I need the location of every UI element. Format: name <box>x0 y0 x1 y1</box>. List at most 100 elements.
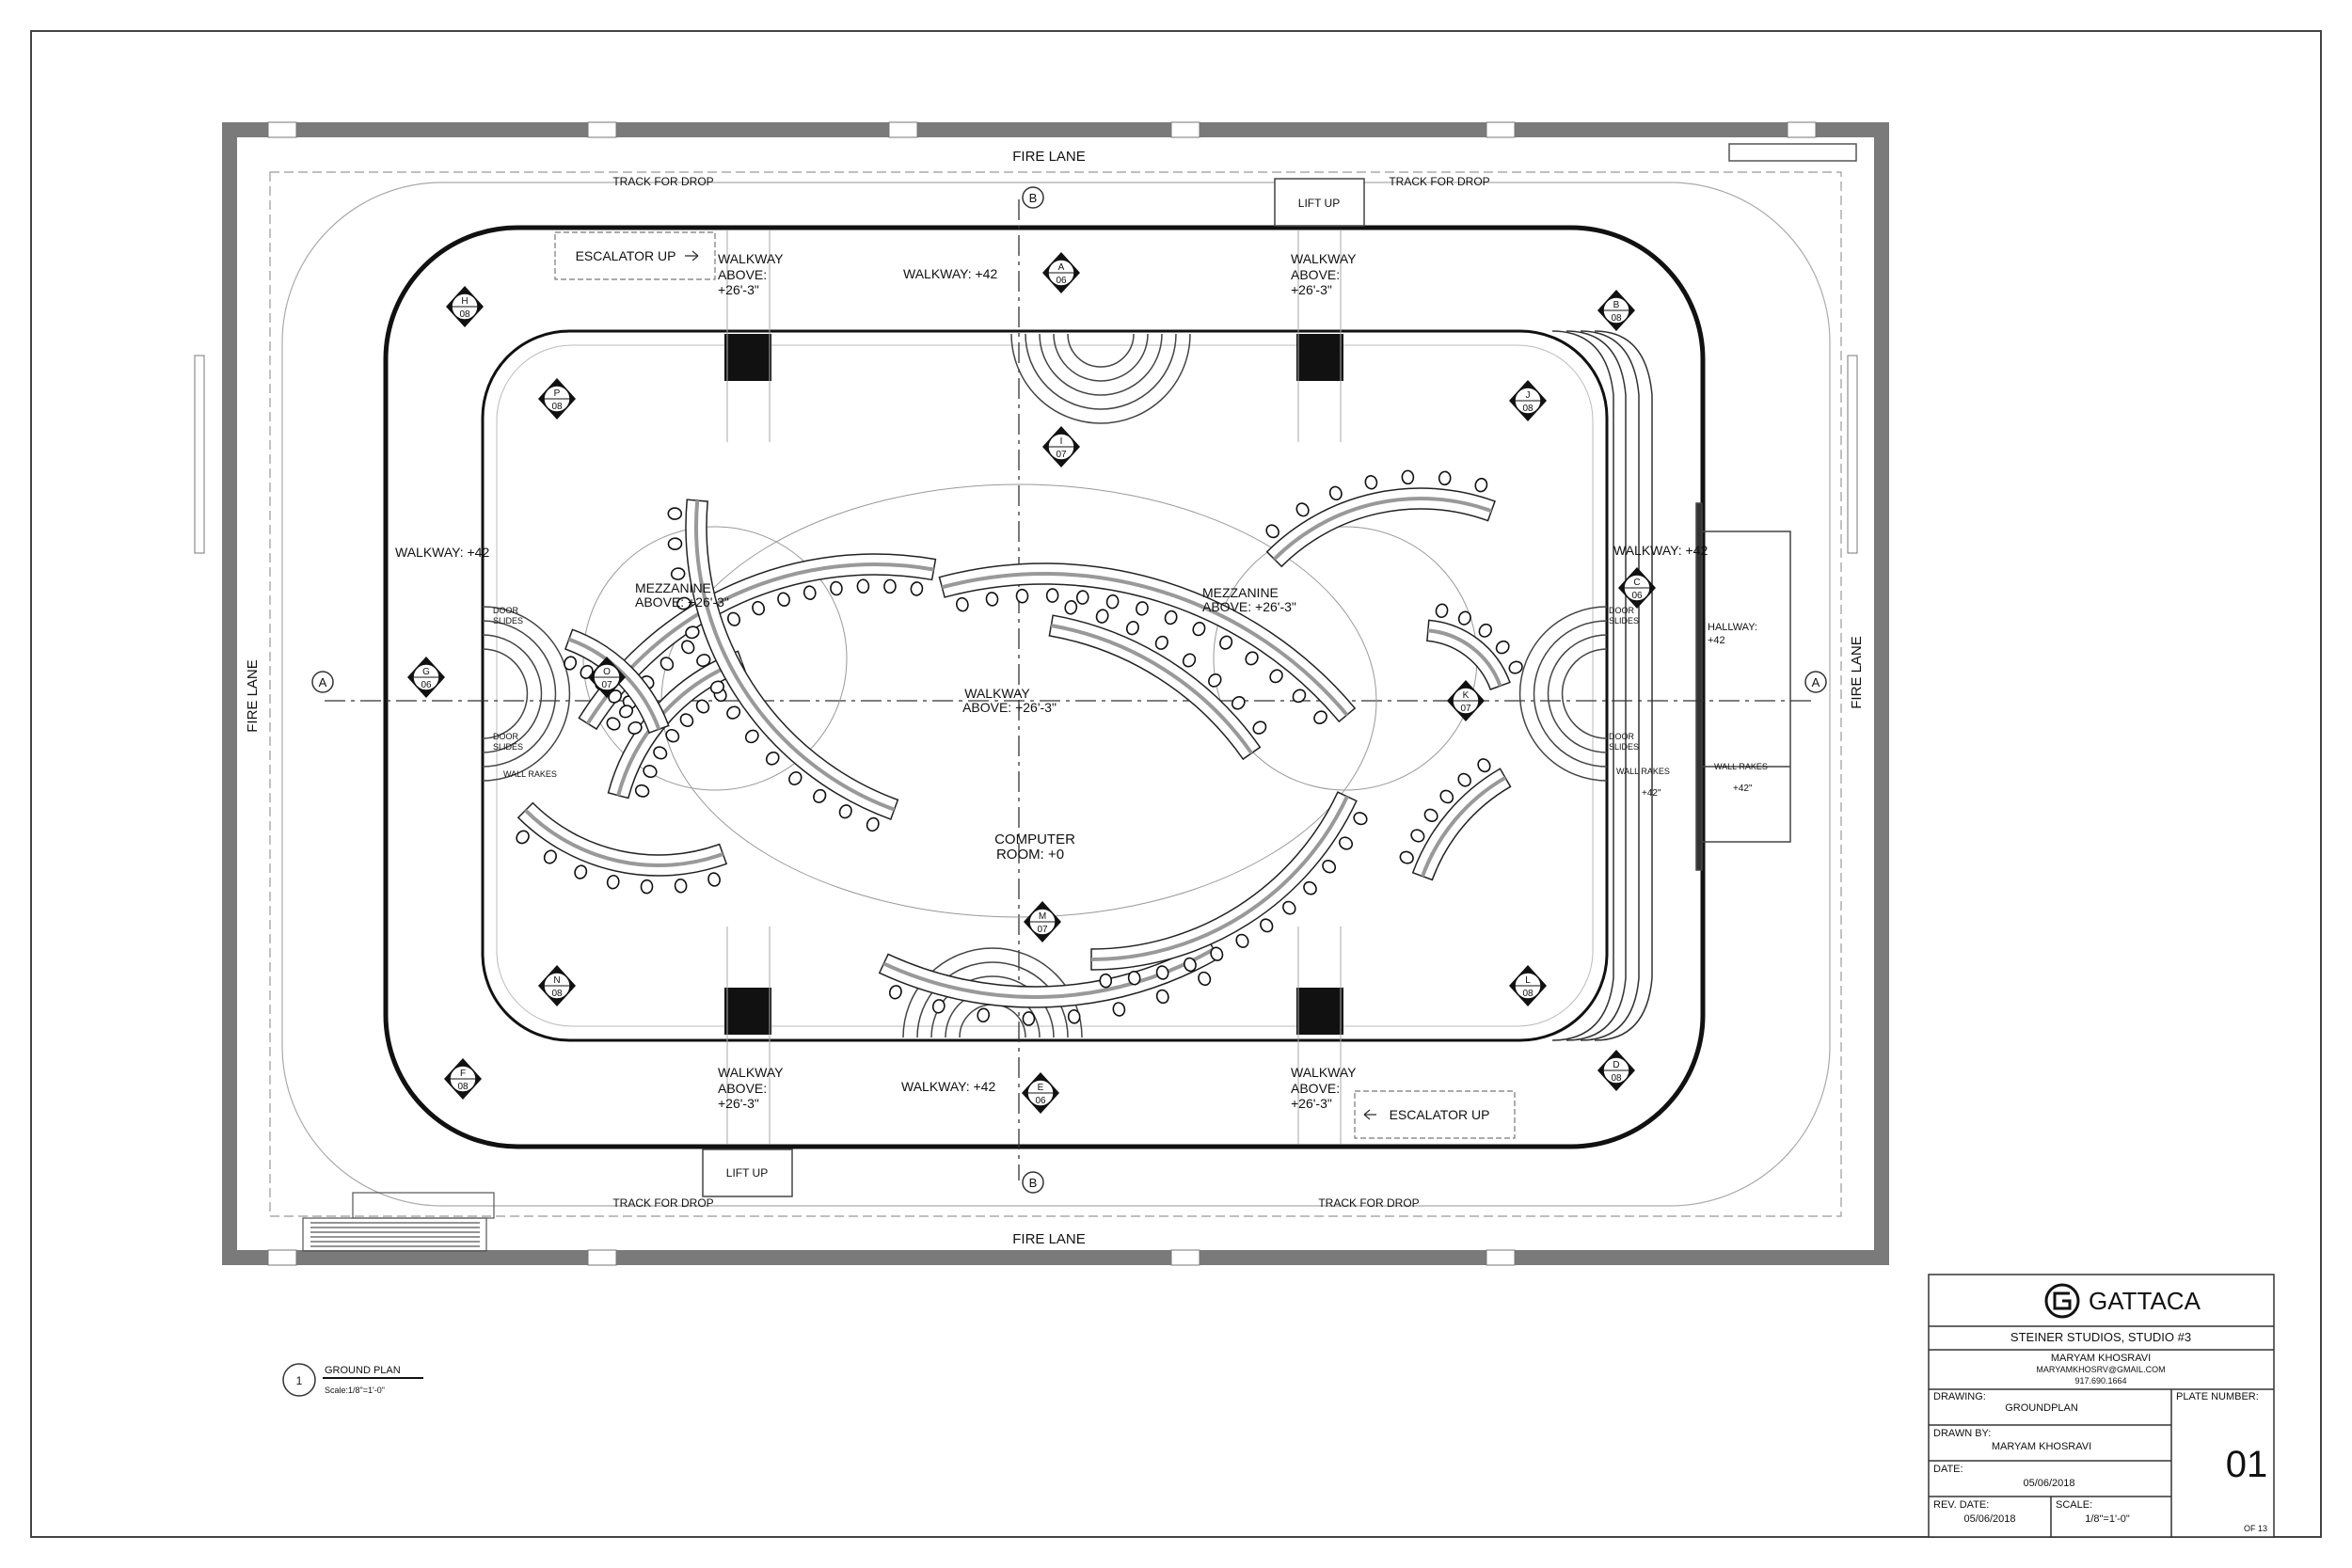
computer-room-boundary <box>496 344 1594 1027</box>
view-marker-letter: I <box>1060 436 1063 447</box>
desk-band-center <box>694 499 896 812</box>
svg-text:MARYAM KHOSRAVI: MARYAM KHOSRAVI <box>1992 1441 2091 1452</box>
view-marker-letter: G <box>422 667 430 677</box>
svg-text:B: B <box>1029 1176 1038 1190</box>
svg-text:Scale:1/8"=1'-0": Scale:1/8"=1'-0" <box>325 1386 385 1395</box>
chair <box>866 816 880 832</box>
section-marker-b-north: B <box>1022 186 1044 209</box>
view-marker-sheet: 06 <box>1035 1096 1046 1106</box>
stair-east <box>1518 606 1608 782</box>
walkway-42-north: WALKWAY: +42 <box>903 266 997 281</box>
chair <box>1260 918 1274 933</box>
svg-text:DOOR: DOOR <box>1609 606 1635 615</box>
svg-text:+42": +42" <box>1733 784 1753 794</box>
chair <box>1155 989 1169 1005</box>
view-marker-l: L08 <box>1509 965 1547 1006</box>
chair <box>1477 758 1491 773</box>
lift-up-top: LIFT UP <box>1274 178 1365 227</box>
view-marker-sheet: 07 <box>1037 925 1048 935</box>
right-stepped-ramps <box>1551 330 1653 1041</box>
svg-text:SLIDES: SLIDES <box>1609 616 1639 626</box>
view-marker-o: O07 <box>588 657 626 698</box>
hallway-2: +42 <box>1708 635 1725 646</box>
chair <box>985 592 999 607</box>
chair <box>628 721 643 735</box>
view-marker-letter: M <box>1039 911 1046 922</box>
chair <box>564 656 578 671</box>
chair <box>1265 524 1279 539</box>
chair <box>1269 669 1283 684</box>
view-marker-letter: K <box>1463 690 1470 701</box>
chair <box>1112 1002 1126 1017</box>
chair <box>696 654 711 668</box>
view-marker-letter: H <box>461 296 468 307</box>
svg-text:DRAWING:: DRAWING: <box>1933 1391 1986 1402</box>
chair <box>516 830 530 845</box>
chair <box>709 680 724 694</box>
walkway-sw-1: WALKWAY <box>718 1065 784 1080</box>
chair <box>1154 635 1168 650</box>
desk-band <box>1265 487 1496 568</box>
view-marker-g: G06 <box>407 657 445 698</box>
chair <box>1438 470 1452 486</box>
chair <box>606 717 621 731</box>
view-marker-n: N08 <box>538 965 576 1006</box>
chair <box>1136 601 1149 616</box>
desk-band-center <box>1090 795 1349 961</box>
mezzanine-west-1: MEZZANINE <box>635 580 711 595</box>
chair <box>1105 594 1120 610</box>
fire-lane-left: FIRE LANE <box>245 659 261 733</box>
chair <box>856 578 870 594</box>
structural-columns <box>724 334 1343 1035</box>
chair <box>643 765 658 779</box>
track-for-drop-ne: TRACK FOR DROP <box>1389 175 1489 188</box>
view-marker-sheet: 08 <box>551 402 563 412</box>
computer-room-1: COMPUTER <box>994 832 1075 847</box>
chair <box>674 878 688 894</box>
view-marker-i: I07 <box>1042 426 1080 467</box>
svg-text:B: B <box>1029 191 1038 205</box>
walkway-sw-2: ABOVE: <box>718 1081 767 1096</box>
hallway-block <box>1695 502 1791 871</box>
chair <box>1127 970 1141 986</box>
chair <box>1231 695 1246 710</box>
walkway-nw-1: WALKWAY <box>718 251 784 266</box>
chair <box>1045 588 1059 603</box>
chair <box>1508 660 1523 674</box>
desk-band-center <box>941 572 1349 717</box>
chair <box>1164 610 1178 626</box>
desk-band <box>516 801 728 877</box>
chair <box>1208 673 1222 688</box>
track-for-drop-sw: TRACK FOR DROP <box>612 1196 713 1210</box>
chair <box>667 537 683 550</box>
track-for-drop-nw: TRACK FOR DROP <box>612 175 713 188</box>
chair <box>931 999 946 1014</box>
walkway-se-3: +26'-3" <box>1291 1096 1332 1111</box>
svg-text:LIFT UP: LIFT UP <box>1298 197 1340 210</box>
chair <box>634 784 650 798</box>
walkway-ne-2: ABOVE: <box>1291 267 1340 282</box>
chair <box>653 746 668 760</box>
chair <box>1313 710 1327 724</box>
desk-band <box>1426 619 1511 690</box>
lift-up-bottom: LIFT UP <box>702 1148 793 1197</box>
chair <box>1064 600 1078 615</box>
svg-text:GATTACA: GATTACA <box>2089 1287 2201 1315</box>
view-marker-b: B08 <box>1597 290 1635 331</box>
view-marker-f: F08 <box>444 1058 482 1100</box>
walkway-ne-3: +26'-3" <box>1291 282 1332 297</box>
chair <box>1399 850 1414 864</box>
chair <box>1192 622 1206 637</box>
chair <box>1303 880 1317 895</box>
view-marker-letter: N <box>553 975 560 986</box>
chair <box>838 804 852 819</box>
chair <box>574 864 588 879</box>
west-door-panel <box>194 355 205 554</box>
svg-text:STEINER STUDIOS, STUDIO #3: STEINER STUDIOS, STUDIO #3 <box>2010 1330 2191 1344</box>
walkway-center-2: ABOVE: +26'-3" <box>962 700 1057 715</box>
desk-band-center <box>1050 624 1253 754</box>
desk-band-center <box>1421 776 1507 878</box>
view-markers: A06B08C06D08E06F08G06H08I07J08K07L08M07N… <box>407 252 1656 1114</box>
chair <box>1282 900 1296 915</box>
